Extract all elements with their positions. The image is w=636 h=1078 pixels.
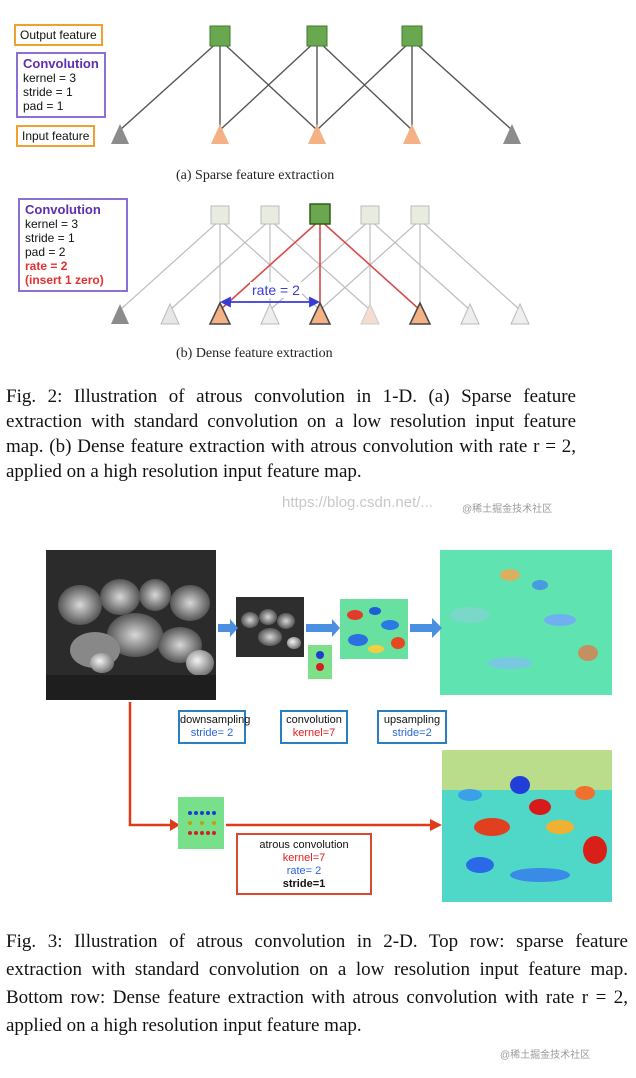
rate-label: rate = 2: [250, 282, 302, 298]
conv-param: kernel = 3: [25, 217, 79, 231]
atrous-rate-param: rate= 2: [286, 865, 322, 877]
convolution-title: convolution: [286, 714, 342, 726]
convolution-kernel: kernel=7: [292, 727, 336, 739]
atrous-conv-params-box: Convolution kernel = 3 stride = 1 pad = …: [18, 198, 128, 292]
downsampled-image: [236, 597, 304, 657]
red-arrowhead: [170, 819, 180, 831]
input-node-pad: [503, 124, 521, 144]
output-node: [401, 25, 423, 47]
downsampling-stride: stride= 2: [190, 727, 234, 739]
output-feature-label: Output feature: [14, 24, 103, 46]
upsampling-label: upsampling stride=2: [377, 710, 447, 744]
sparse-diagram: [111, 25, 521, 144]
input-node: [308, 124, 326, 144]
convolution-label: convolution kernel=7: [280, 710, 348, 744]
atrous-stride-param: stride=1: [282, 878, 326, 890]
fig2b-caption: (b) Dense feature extraction: [176, 346, 333, 361]
input-feature-label: Input feature: [16, 125, 96, 147]
rate-param: rate = 2: [25, 259, 68, 273]
atrous-kernel-param: kernel=7: [282, 852, 326, 864]
conv-param: pad = 2: [25, 245, 66, 259]
conv-param: stride = 1: [25, 231, 75, 245]
kernel-small: [308, 645, 332, 679]
atrous-kernel: [178, 797, 224, 849]
conv-title: Convolution: [25, 202, 101, 217]
upsampling-title: upsampling: [383, 714, 441, 726]
fig2-panel-b: Convolution kernel = 3 stride = 1 pad = …: [12, 190, 532, 335]
downsampling-title: downsampling: [180, 714, 251, 726]
watermark-url: https://blog.csdn.net/...: [282, 494, 433, 511]
input-image: [46, 550, 216, 700]
input-node: [403, 124, 421, 144]
input-node: [211, 124, 229, 144]
output-node-faded: [210, 205, 230, 225]
input-node-faded: [460, 302, 480, 325]
red-arrowhead: [430, 819, 442, 831]
output-node-faded: [410, 205, 430, 225]
input-node-pad: [111, 124, 129, 144]
watermark-tag: @稀土掘金技术社区: [500, 1050, 591, 1061]
input-node-faded: [510, 302, 530, 325]
conv-output-small: [340, 599, 408, 659]
output-node-faded: [260, 205, 280, 225]
conv-title: Convolution: [23, 56, 99, 71]
output-node-active: [309, 203, 331, 225]
rate-arrow: [219, 296, 321, 308]
blue-arrow: [218, 618, 442, 638]
dense-output: [442, 750, 612, 902]
upsampled-output: [440, 550, 612, 695]
fig3-figure: downsampling stride= 2 convolution kerne…: [40, 545, 620, 910]
input-node-active: [208, 301, 232, 325]
fig2-caption: Fig. 2: Illustration of atrous convoluti…: [6, 386, 576, 482]
output-node-faded: [360, 205, 380, 225]
input-node-faded: [360, 302, 380, 325]
conv-param: stride = 1: [23, 85, 73, 99]
input-node-pad: [111, 304, 129, 324]
fig3-caption: Fig. 3: Illustration of atrous convoluti…: [6, 931, 628, 1036]
watermark-tag: @稀土掘金技术社区: [462, 504, 553, 515]
fig2-panel-a: Output feature Convolution kernel = 3 st…: [12, 12, 532, 157]
fig2a-caption: (a) Sparse feature extraction: [176, 168, 335, 183]
output-node: [209, 25, 231, 47]
input-node-faded: [260, 302, 280, 325]
red-arrow: [128, 702, 432, 827]
upsampling-stride: stride=2: [392, 727, 432, 739]
atrous-title: atrous convolution: [259, 839, 349, 851]
input-node-active: [308, 301, 332, 325]
fig3-diagram: [46, 550, 612, 902]
conv-params-box: Convolution kernel = 3 stride = 1 pad = …: [16, 52, 106, 118]
dense-diagram: [111, 203, 530, 325]
input-node-active: [408, 301, 432, 325]
atrous-label: atrous convolution kernel=7 rate= 2 stri…: [236, 833, 372, 895]
downsampling-label: downsampling stride= 2: [178, 710, 251, 744]
input-node-faded: [160, 302, 180, 325]
output-node: [306, 25, 328, 47]
insert-zero-note: (insert 1 zero): [25, 273, 104, 287]
conv-param: pad = 1: [23, 99, 64, 113]
conv-param: kernel = 3: [23, 71, 77, 85]
